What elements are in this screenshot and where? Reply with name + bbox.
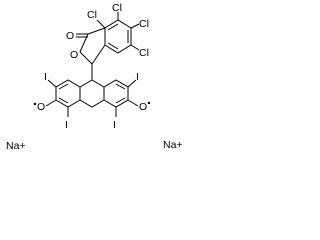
sodium-ion-label-2: Na+ [163,139,183,151]
counterions: Na+ Na+ [6,139,183,152]
chlorine-label-3: Cl [139,18,149,30]
chlorine-label-2: Cl [112,2,122,14]
iodine-label-1: I [44,71,47,83]
rose-bengal-sodium-structure: Cl Cl Cl Cl O O I I I I O O Na+ Na+ [6,2,183,152]
anion-dot-right [147,101,151,105]
iodine-label-2: I [136,71,139,83]
phenolate-oxygen-label-left: O [37,101,45,113]
phenolate-oxygen-label-right: O [139,101,147,113]
chlorine-label-4: Cl [139,47,149,59]
lactone-oxygen-label: O [70,49,78,61]
anion-dot-left [33,102,37,106]
carbonyl-oxygen-label: O [66,30,74,42]
xanthene-core [45,64,139,117]
iodine-label-4: I [113,119,116,131]
tetrachlorophthalide-ring [76,12,140,65]
chlorine-label-1: Cl [87,9,97,21]
iodine-label-3: I [65,119,68,131]
sodium-ion-label-1: Na+ [6,140,26,152]
atom-labels: Cl Cl Cl Cl O O I I I I O O [33,2,151,131]
